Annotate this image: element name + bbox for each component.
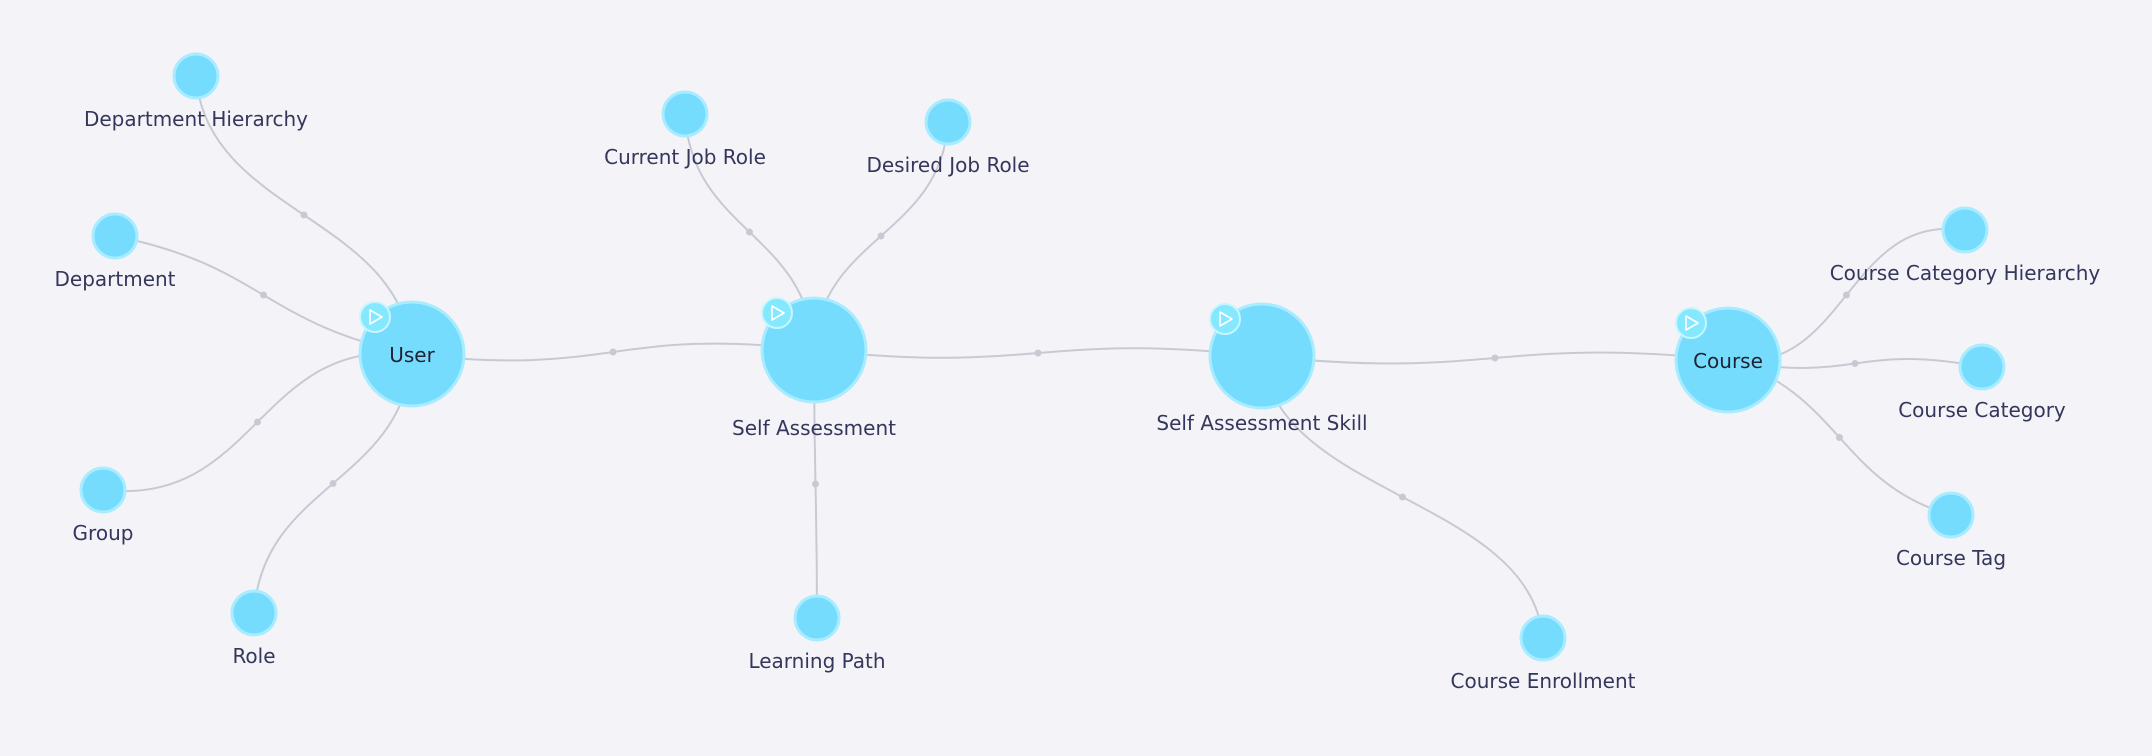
node-label-department: Department bbox=[54, 267, 175, 291]
node-label-desired-job-role: Desired Job Role bbox=[866, 153, 1029, 177]
node-course[interactable]: Course bbox=[1674, 306, 1782, 414]
edge-midpoint-user-to-role bbox=[329, 480, 337, 487]
node-circle-course-tag[interactable] bbox=[1927, 491, 1975, 539]
edge-midpoint-self-assessment-to-self-assessment-skill bbox=[1034, 349, 1042, 357]
node-desired-job-role[interactable]: Desired Job Role bbox=[866, 98, 1030, 177]
node-department-hierarchy[interactable]: Department Hierarchy bbox=[84, 52, 308, 131]
node-circle-department-hierarchy[interactable] bbox=[172, 52, 220, 100]
node-user[interactable]: User bbox=[358, 300, 466, 408]
nodes-layer: Department HierarchyDepartmentGroupRoleC… bbox=[54, 52, 2101, 693]
node-label-course: Course bbox=[1693, 349, 1763, 373]
node-label-role: Role bbox=[232, 644, 275, 668]
node-course-tag[interactable]: Course Tag bbox=[1896, 491, 2006, 570]
play-outline-icon[interactable] bbox=[761, 297, 793, 329]
node-circle-course-enrollment[interactable] bbox=[1519, 614, 1567, 662]
node-circle-learning-path[interactable] bbox=[793, 594, 841, 642]
node-circle-course-category[interactable] bbox=[1958, 343, 2006, 391]
node-circle-group[interactable] bbox=[79, 466, 127, 514]
edge-midpoint-user-to-group bbox=[254, 418, 261, 426]
node-label-group: Group bbox=[73, 521, 134, 545]
node-department[interactable]: Department bbox=[54, 212, 176, 291]
node-label-course-category-hierarchy: Course Category Hierarchy bbox=[1830, 261, 2101, 285]
node-label-user: User bbox=[389, 343, 435, 367]
node-label-department-hierarchy: Department Hierarchy bbox=[84, 107, 308, 131]
play-outline-icon[interactable] bbox=[1209, 303, 1241, 335]
edge-midpoint-course-to-course-tag bbox=[1836, 434, 1843, 441]
node-label-current-job-role: Current Job Role bbox=[604, 145, 766, 169]
node-circle-current-job-role[interactable] bbox=[661, 90, 709, 138]
node-label-course-category: Course Category bbox=[1898, 398, 2066, 422]
edge-midpoint-course-to-course-category bbox=[1851, 360, 1859, 367]
node-circle-department[interactable] bbox=[91, 212, 139, 260]
node-circle-course-category-hierarchy[interactable] bbox=[1941, 206, 1989, 254]
node-self-assessment[interactable]: Self Assessment bbox=[732, 296, 896, 440]
node-label-course-enrollment: Course Enrollment bbox=[1451, 669, 1636, 693]
edge-midpoint-self-assessment-skill-to-course-enrollment bbox=[1399, 493, 1406, 501]
play-outline-icon[interactable] bbox=[359, 301, 391, 333]
node-label-self-assessment: Self Assessment bbox=[732, 416, 896, 440]
node-course-enrollment[interactable]: Course Enrollment bbox=[1451, 614, 1636, 693]
edge-midpoint-self-assessment-to-learning-path bbox=[812, 480, 819, 488]
edge-midpoint-user-to-self-assessment bbox=[609, 348, 617, 356]
edge-midpoint-user-to-department bbox=[260, 291, 267, 299]
node-learning-path[interactable]: Learning Path bbox=[748, 594, 886, 673]
node-course-category[interactable]: Course Category bbox=[1898, 343, 2066, 422]
node-course-category-hierarchy[interactable]: Course Category Hierarchy bbox=[1830, 206, 2101, 285]
node-current-job-role[interactable]: Current Job Role bbox=[604, 90, 766, 169]
node-circle-desired-job-role[interactable] bbox=[924, 98, 972, 146]
node-label-self-assessment-skill: Self Assessment Skill bbox=[1156, 411, 1367, 435]
node-group[interactable]: Group bbox=[73, 466, 134, 545]
node-role[interactable]: Role bbox=[230, 589, 278, 668]
edge-midpoint-self-assessment-to-current-job-role bbox=[746, 228, 753, 236]
node-label-course-tag: Course Tag bbox=[1896, 546, 2006, 570]
edge-midpoint-self-assessment-skill-to-course bbox=[1491, 354, 1499, 362]
node-circle-role[interactable] bbox=[230, 589, 278, 637]
node-self-assessment-skill[interactable]: Self Assessment Skill bbox=[1156, 302, 1368, 435]
edge-midpoint-user-to-department-hierarchy bbox=[300, 211, 308, 219]
edge-midpoint-course-to-course-category-hierarchy bbox=[1843, 291, 1850, 299]
node-label-learning-path: Learning Path bbox=[748, 649, 885, 673]
play-outline-icon[interactable] bbox=[1675, 307, 1707, 339]
edge-midpoint-self-assessment-to-desired-job-role bbox=[877, 232, 885, 240]
